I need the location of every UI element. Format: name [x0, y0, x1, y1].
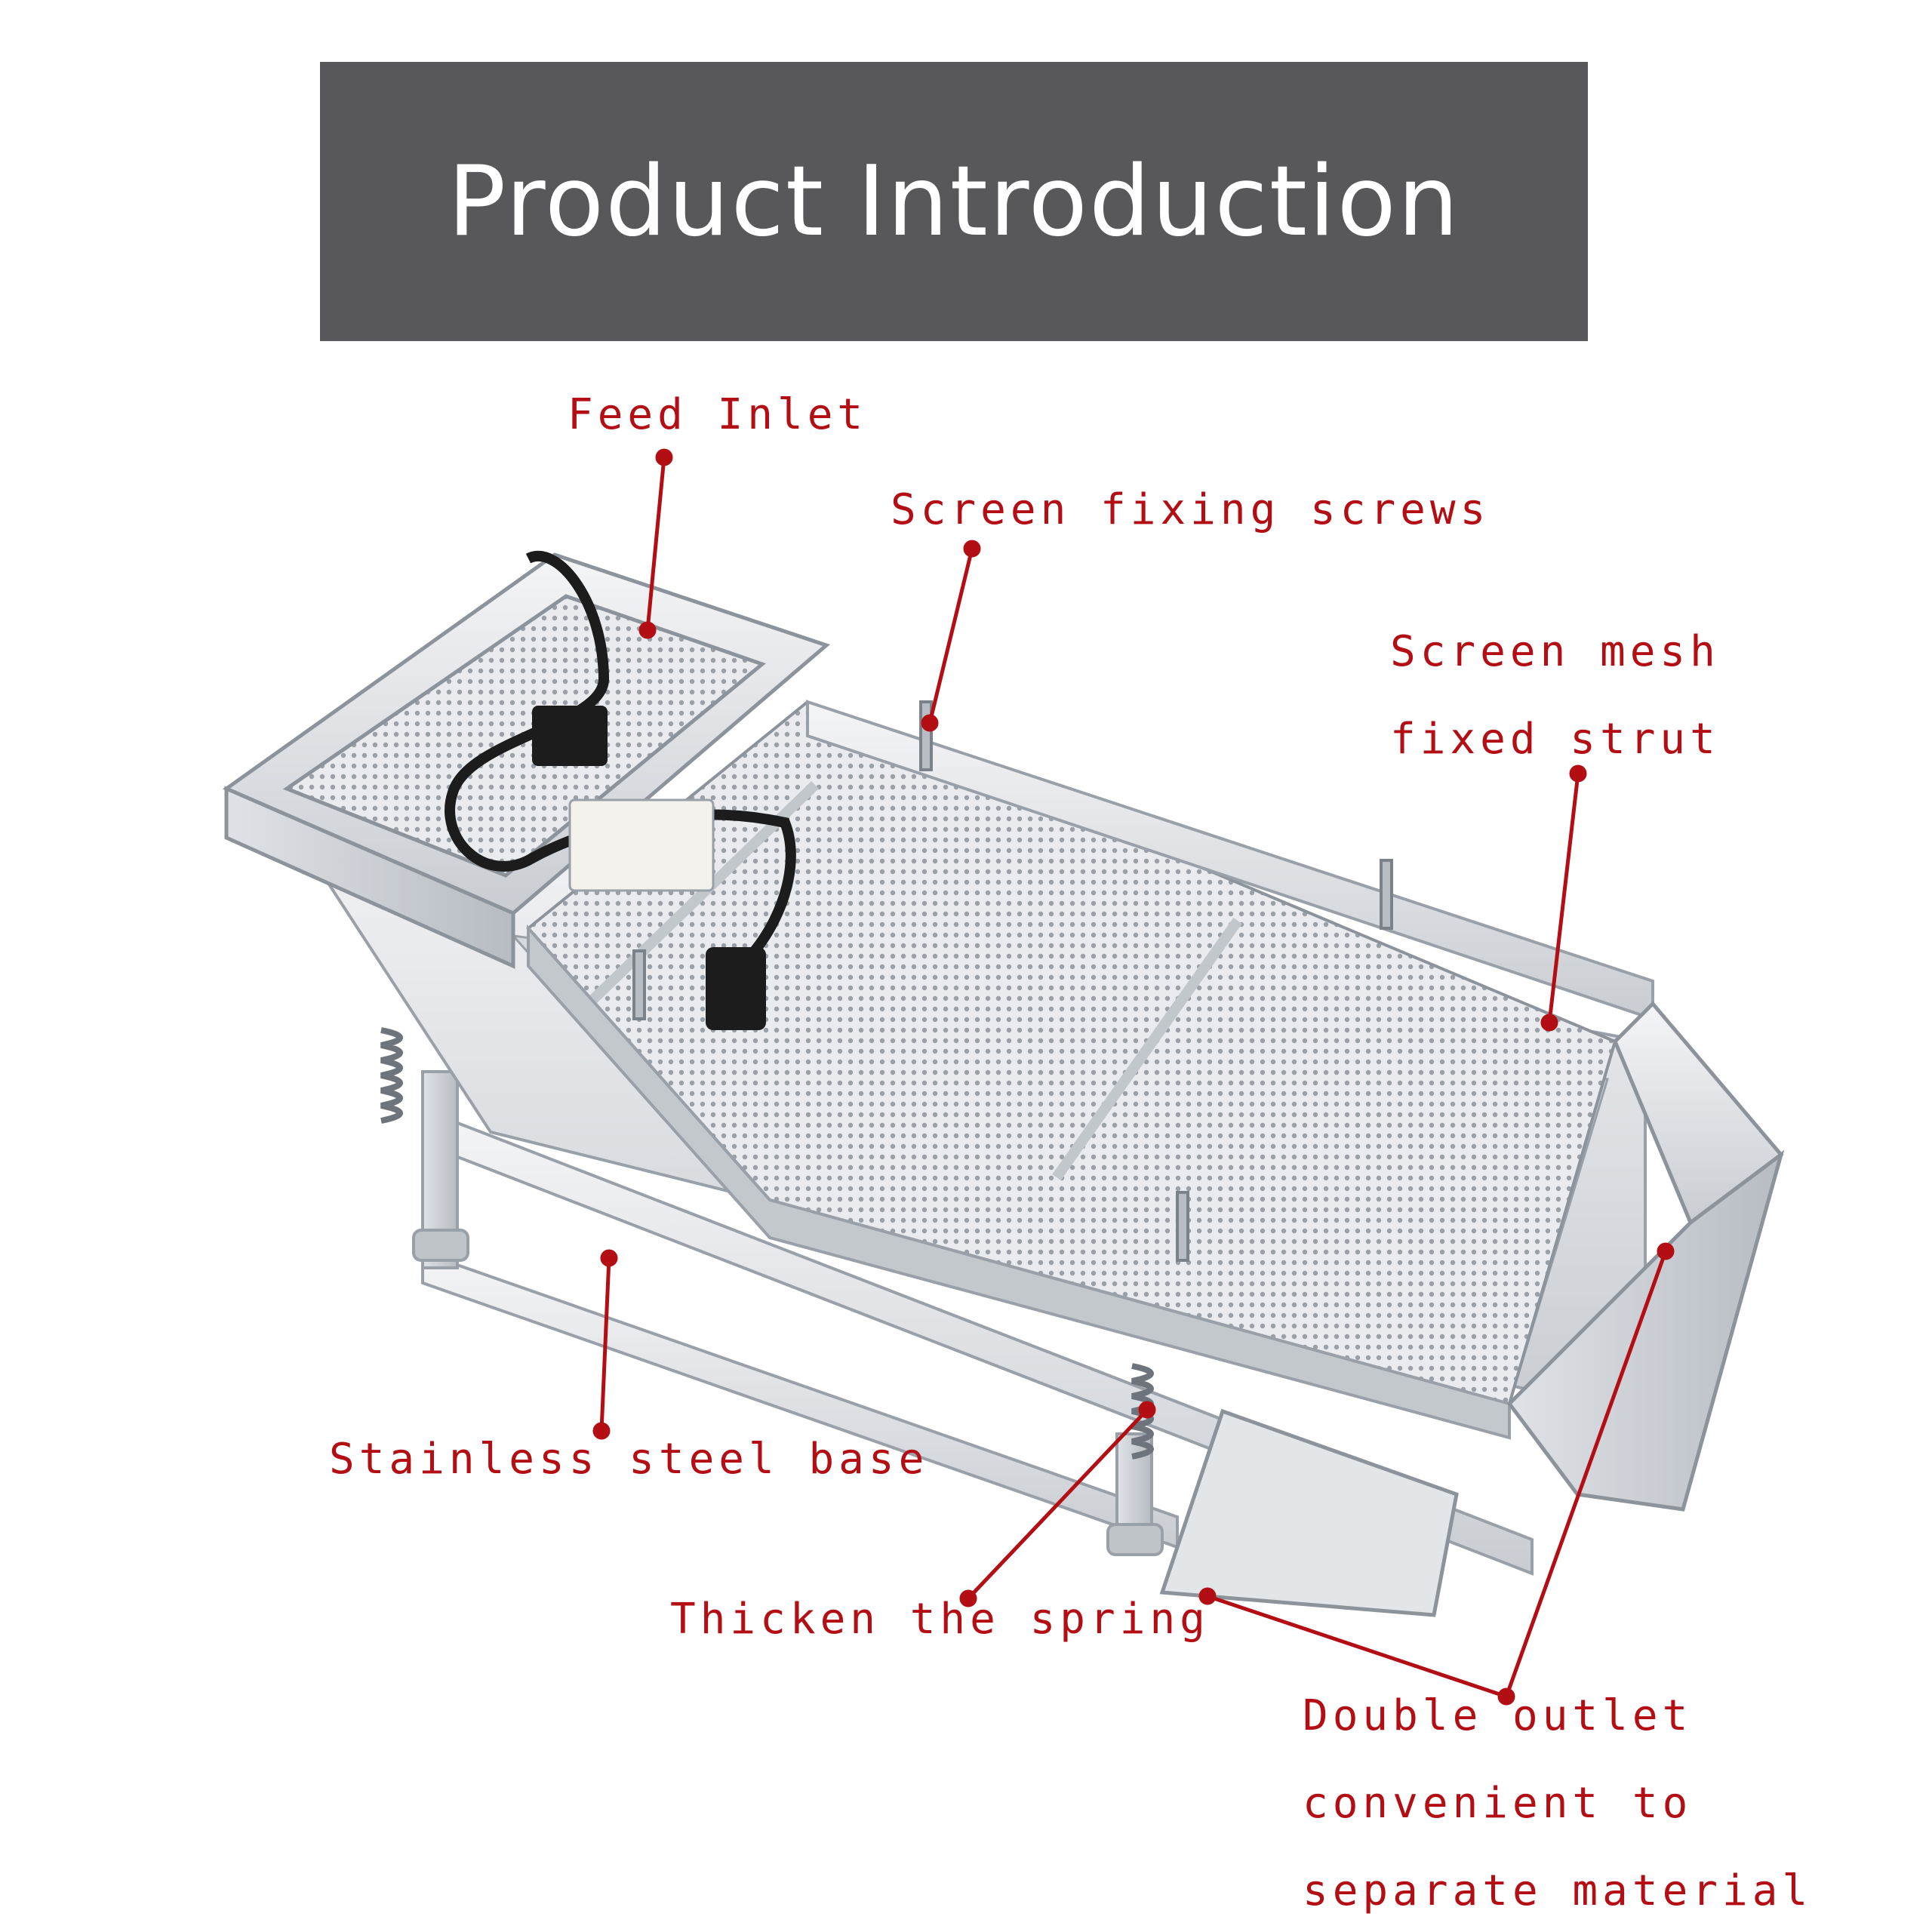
label-double-outlet-line3: separate material — [1303, 1866, 1813, 1915]
outlet-chute — [1159, 1001, 1785, 1617]
label-thicken-spring: Thicken the spring — [670, 1595, 1210, 1644]
main-sieve-body — [260, 700, 1654, 1440]
label-screen-mesh-line2: fixed strut — [1390, 715, 1720, 764]
label-screen-fixing-screws: Screen fixing screws — [891, 485, 1491, 534]
power-cable — [445, 551, 796, 1030]
label-double-outlet-line2: convenient to — [1303, 1779, 1693, 1828]
label-feed-inlet: Feed Inlet — [568, 390, 868, 439]
spring-right — [1131, 1363, 1154, 1460]
label-double-outlet-line1: Double outlet — [1303, 1691, 1693, 1740]
callout-lines — [592, 448, 1675, 1706]
title-banner: Product Introduction — [320, 62, 1588, 341]
label-stainless-steel-base: Stainless steel base — [329, 1435, 929, 1484]
label-screen-mesh-line1: Screen mesh — [1390, 627, 1720, 676]
spring-left — [380, 1027, 403, 1124]
page-title: Product Introduction — [448, 145, 1460, 258]
